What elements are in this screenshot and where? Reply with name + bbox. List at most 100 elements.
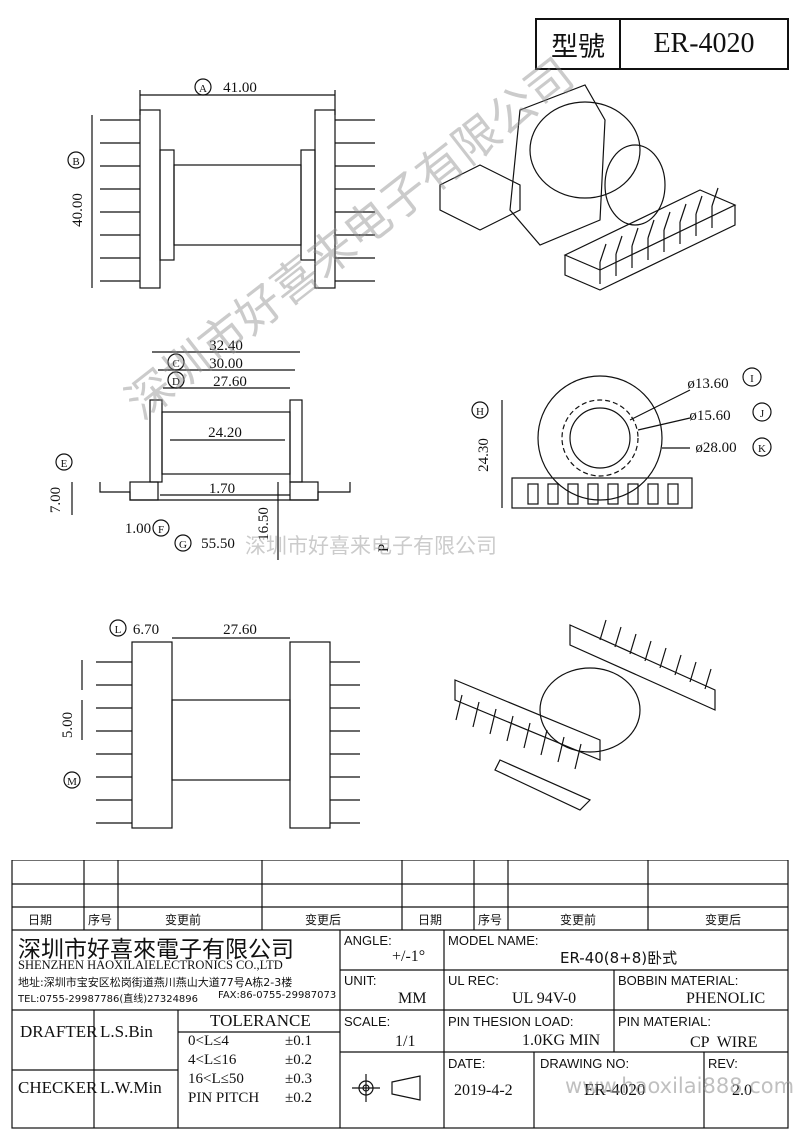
front-pin: [547, 483, 559, 505]
front-view: 24.30 H ø13.60 I ø15.60 J ø28.00 K: [471, 367, 772, 509]
callout-d: D: [172, 376, 180, 388]
iso-pin: [695, 195, 703, 215]
tolerance-value: ±0.1: [285, 1033, 312, 1049]
scale-value: 1/1: [395, 1033, 416, 1050]
model-name-label: MODEL NAME:: [448, 933, 539, 948]
iso-pin: [506, 715, 514, 742]
drawing-no-label: DRAWING NO:: [540, 1056, 630, 1071]
iso-pin: [523, 722, 531, 749]
drawing-no-value: ER-4020: [584, 1080, 646, 1099]
dim-inner-width: 24.20: [208, 425, 242, 441]
dim-pin-length: 16.50: [256, 507, 272, 541]
front-pin: [607, 483, 619, 505]
callout-j: J: [760, 408, 765, 420]
callout-i: I: [750, 373, 754, 385]
iso-pin: [455, 694, 463, 721]
unit-label: UNIT:: [344, 973, 377, 988]
drafter-label: DRAFTER: [20, 1022, 98, 1041]
callout-b: B: [72, 156, 79, 168]
date-value: 2019-4-2: [454, 1082, 513, 1099]
iso-pin: [704, 668, 712, 690]
top-view: 41.00 A 40.00 B: [67, 78, 375, 289]
pin-material-value: CP WIRE: [690, 1034, 758, 1051]
angle-label: ANGLE:: [344, 933, 392, 948]
checker-label: CHECKER: [18, 1078, 98, 1097]
callout-m: M: [67, 776, 77, 788]
unit-value: MM: [398, 990, 427, 1007]
rev-label: REV:: [708, 1056, 738, 1071]
model-name-value: ER-40(8+8)卧式: [560, 949, 678, 967]
tolerance-range: PIN PITCH: [188, 1090, 260, 1106]
callout-c: C: [172, 358, 179, 370]
front-pin: [587, 483, 599, 505]
rev-col-seq: 序号: [88, 913, 113, 927]
company-name-cn: 深圳市好喜來電子有限公司: [18, 937, 294, 963]
iso-pin: [644, 640, 652, 662]
callout-l: L: [115, 624, 122, 636]
iso-pin: [489, 708, 497, 735]
front-pin: [647, 483, 659, 505]
tolerance-range: 16<L≤50: [188, 1071, 244, 1087]
dim-d-value: 27.60: [213, 374, 247, 390]
dim-e-value: 7.00: [48, 487, 64, 513]
callout-h: H: [476, 406, 484, 418]
bobbin-material-label: BOBBIN MATERIAL:: [618, 973, 739, 988]
dim-h-value: 24.30: [476, 438, 492, 472]
iso-pin: [631, 227, 639, 247]
tolerance-value: ±0.2: [285, 1052, 312, 1068]
dim-c-value: 30.00: [209, 356, 243, 372]
rev-col-before: 变更前: [165, 913, 202, 927]
dim-b-value: 40.00: [70, 193, 86, 227]
callout-f: F: [158, 524, 164, 536]
dim-l-value: 6.70: [133, 622, 159, 638]
tolerance-value: ±0.2: [285, 1090, 312, 1106]
company-fax: FAX:86-0755-29987073: [218, 990, 337, 1001]
dim-bottom-width: 27.60: [223, 622, 257, 638]
pin-load-label: PIN THESION LOAD:: [448, 1014, 574, 1029]
dim-j-value: ø15.60: [689, 408, 730, 424]
scale-label: SCALE:: [344, 1014, 391, 1029]
dim-m-value: 5.00: [60, 712, 76, 738]
iso-pin: [599, 243, 607, 263]
tolerance-range: 0<L≤4: [188, 1033, 229, 1049]
date-label: DATE:: [448, 1056, 486, 1071]
isometric-top: [439, 84, 737, 291]
front-pin: [527, 483, 539, 505]
iso-pin: [557, 736, 565, 763]
callout-a: A: [199, 83, 207, 95]
callout-g: G: [179, 539, 187, 551]
dim-a-value: 41.00: [223, 80, 257, 96]
rev-col-after: 变更后: [305, 913, 342, 927]
ul-rec-value: UL 94V-0: [512, 990, 577, 1007]
revision-and-title-grid: [11, 860, 789, 1129]
dim-g-value: 55.50: [201, 536, 235, 552]
iso-pin: [647, 219, 655, 239]
isometric-bottom: [454, 619, 716, 811]
technical-drawing: 41.00 A 40.00 B 32.40 30.00 C: [48, 78, 772, 829]
company-tel: TEL:0755-29987786(直线)27324896: [18, 994, 199, 1005]
dim-i-value: ø13.60: [687, 376, 728, 392]
rev-value: 2.0: [732, 1082, 752, 1099]
iso-pin: [659, 647, 667, 669]
iso-pin: [599, 619, 607, 641]
front-pin: [567, 483, 579, 505]
pin-material-label: PIN MATERIAL:: [618, 1014, 711, 1029]
iso-pin: [614, 626, 622, 648]
iso-pin: [615, 235, 623, 255]
rev-col-after-2: 变更后: [705, 913, 742, 927]
angle-value: +/-1°: [392, 948, 426, 965]
ul-rec-label: UL REC:: [448, 973, 499, 988]
iso-pin: [679, 203, 687, 223]
tolerance-range: 4<L≤16: [188, 1052, 237, 1068]
drafter-value: L.S.Bin: [100, 1022, 153, 1041]
iso-pin: [574, 743, 582, 770]
iso-pin: [689, 661, 697, 683]
rev-col-before-2: 变更前: [560, 913, 597, 927]
dim-total-width: 32.40: [209, 338, 243, 354]
iso-pin: [629, 633, 637, 655]
front-pin: [627, 483, 639, 505]
callout-k: K: [758, 443, 766, 455]
model-header: 型號 ER-4020: [535, 18, 789, 70]
dim-f-value: 1.00: [125, 521, 151, 537]
